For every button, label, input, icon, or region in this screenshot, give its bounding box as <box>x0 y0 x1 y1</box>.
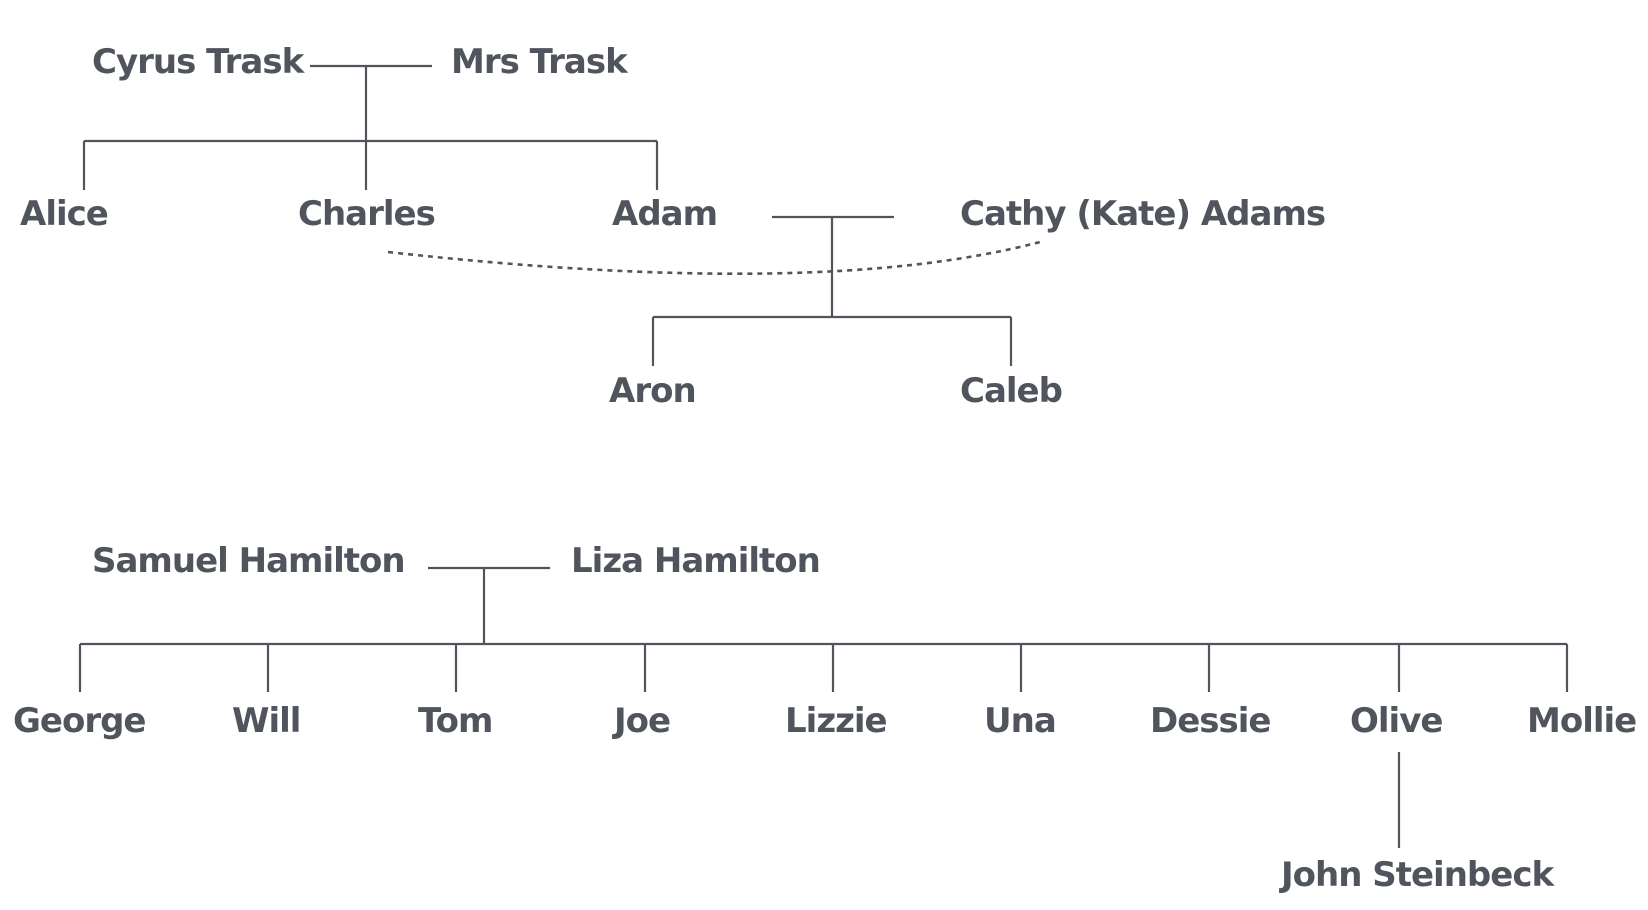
person-liza-hamilton: Liza Hamilton <box>571 541 821 581</box>
person-george: George <box>13 701 146 741</box>
person-samuel-hamilton: Samuel Hamilton <box>92 541 406 581</box>
person-caleb: Caleb <box>960 371 1063 411</box>
person-charles: Charles <box>298 194 436 234</box>
person-una: Una <box>984 701 1057 741</box>
person-joe: Joe <box>614 701 671 741</box>
person-aron: Aron <box>609 371 697 411</box>
person-cathy-kate-adams: Cathy (Kate) Adams <box>960 194 1326 234</box>
person-lizzie: Lizzie <box>785 701 888 741</box>
person-will: Will <box>232 701 301 741</box>
person-cyrus-trask: Cyrus Trask <box>92 42 304 82</box>
person-adam: Adam <box>612 194 718 234</box>
dotted-relation-charles-cathy <box>387 240 1041 276</box>
person-dessie: Dessie <box>1150 701 1271 741</box>
person-olive: Olive <box>1350 701 1443 741</box>
person-john-steinbeck: John Steinbeck <box>1281 855 1554 895</box>
person-alice: Alice <box>20 194 109 234</box>
person-mollie: Mollie <box>1527 701 1637 741</box>
person-mrs-trask: Mrs Trask <box>451 42 628 82</box>
person-tom: Tom <box>418 701 493 741</box>
